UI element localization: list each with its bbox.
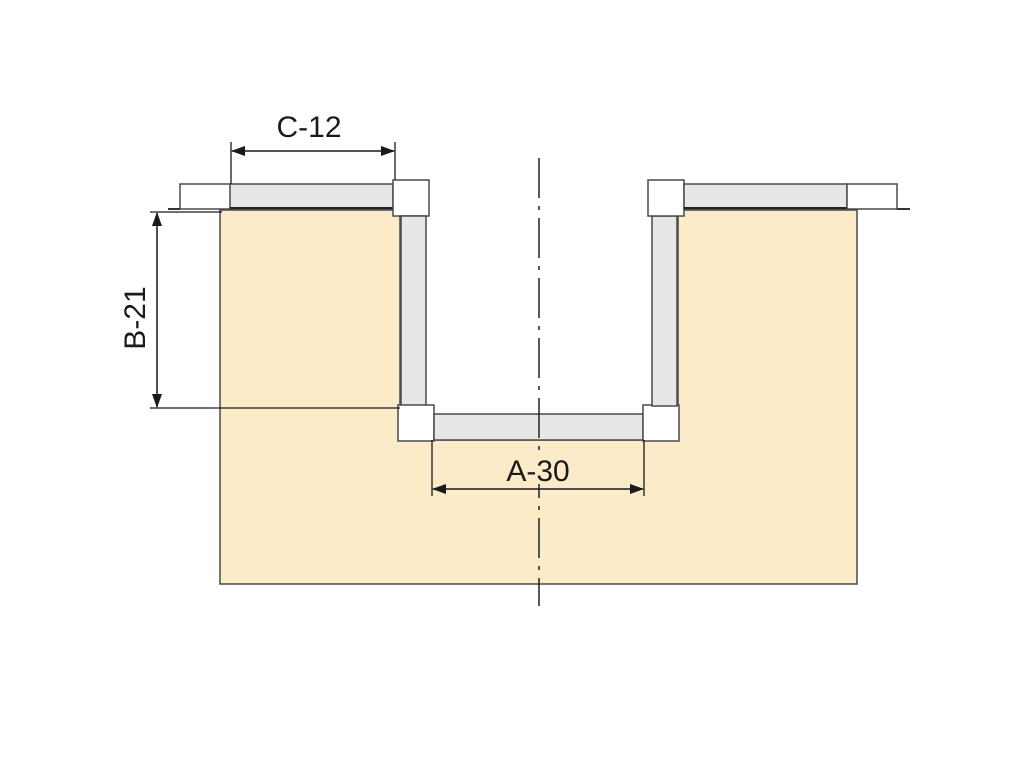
right-wall-profile (651, 215, 678, 407)
bottom-right-corner (642, 404, 680, 442)
left-top-profile (229, 183, 394, 210)
a-label-backdrop (500, 454, 576, 484)
right-top-corner (647, 179, 685, 217)
right-top-profile (683, 183, 848, 210)
b-dimension-label: B-21 (119, 286, 152, 349)
left-top-corner (392, 179, 430, 217)
bottom-left-corner (397, 404, 435, 442)
left-wall-profile (400, 215, 427, 407)
c-dimension-label: C-12 (276, 111, 341, 144)
a-dimension-label: A-30 (506, 455, 569, 488)
right-top-flange (846, 183, 898, 210)
left-top-flange (179, 183, 233, 210)
